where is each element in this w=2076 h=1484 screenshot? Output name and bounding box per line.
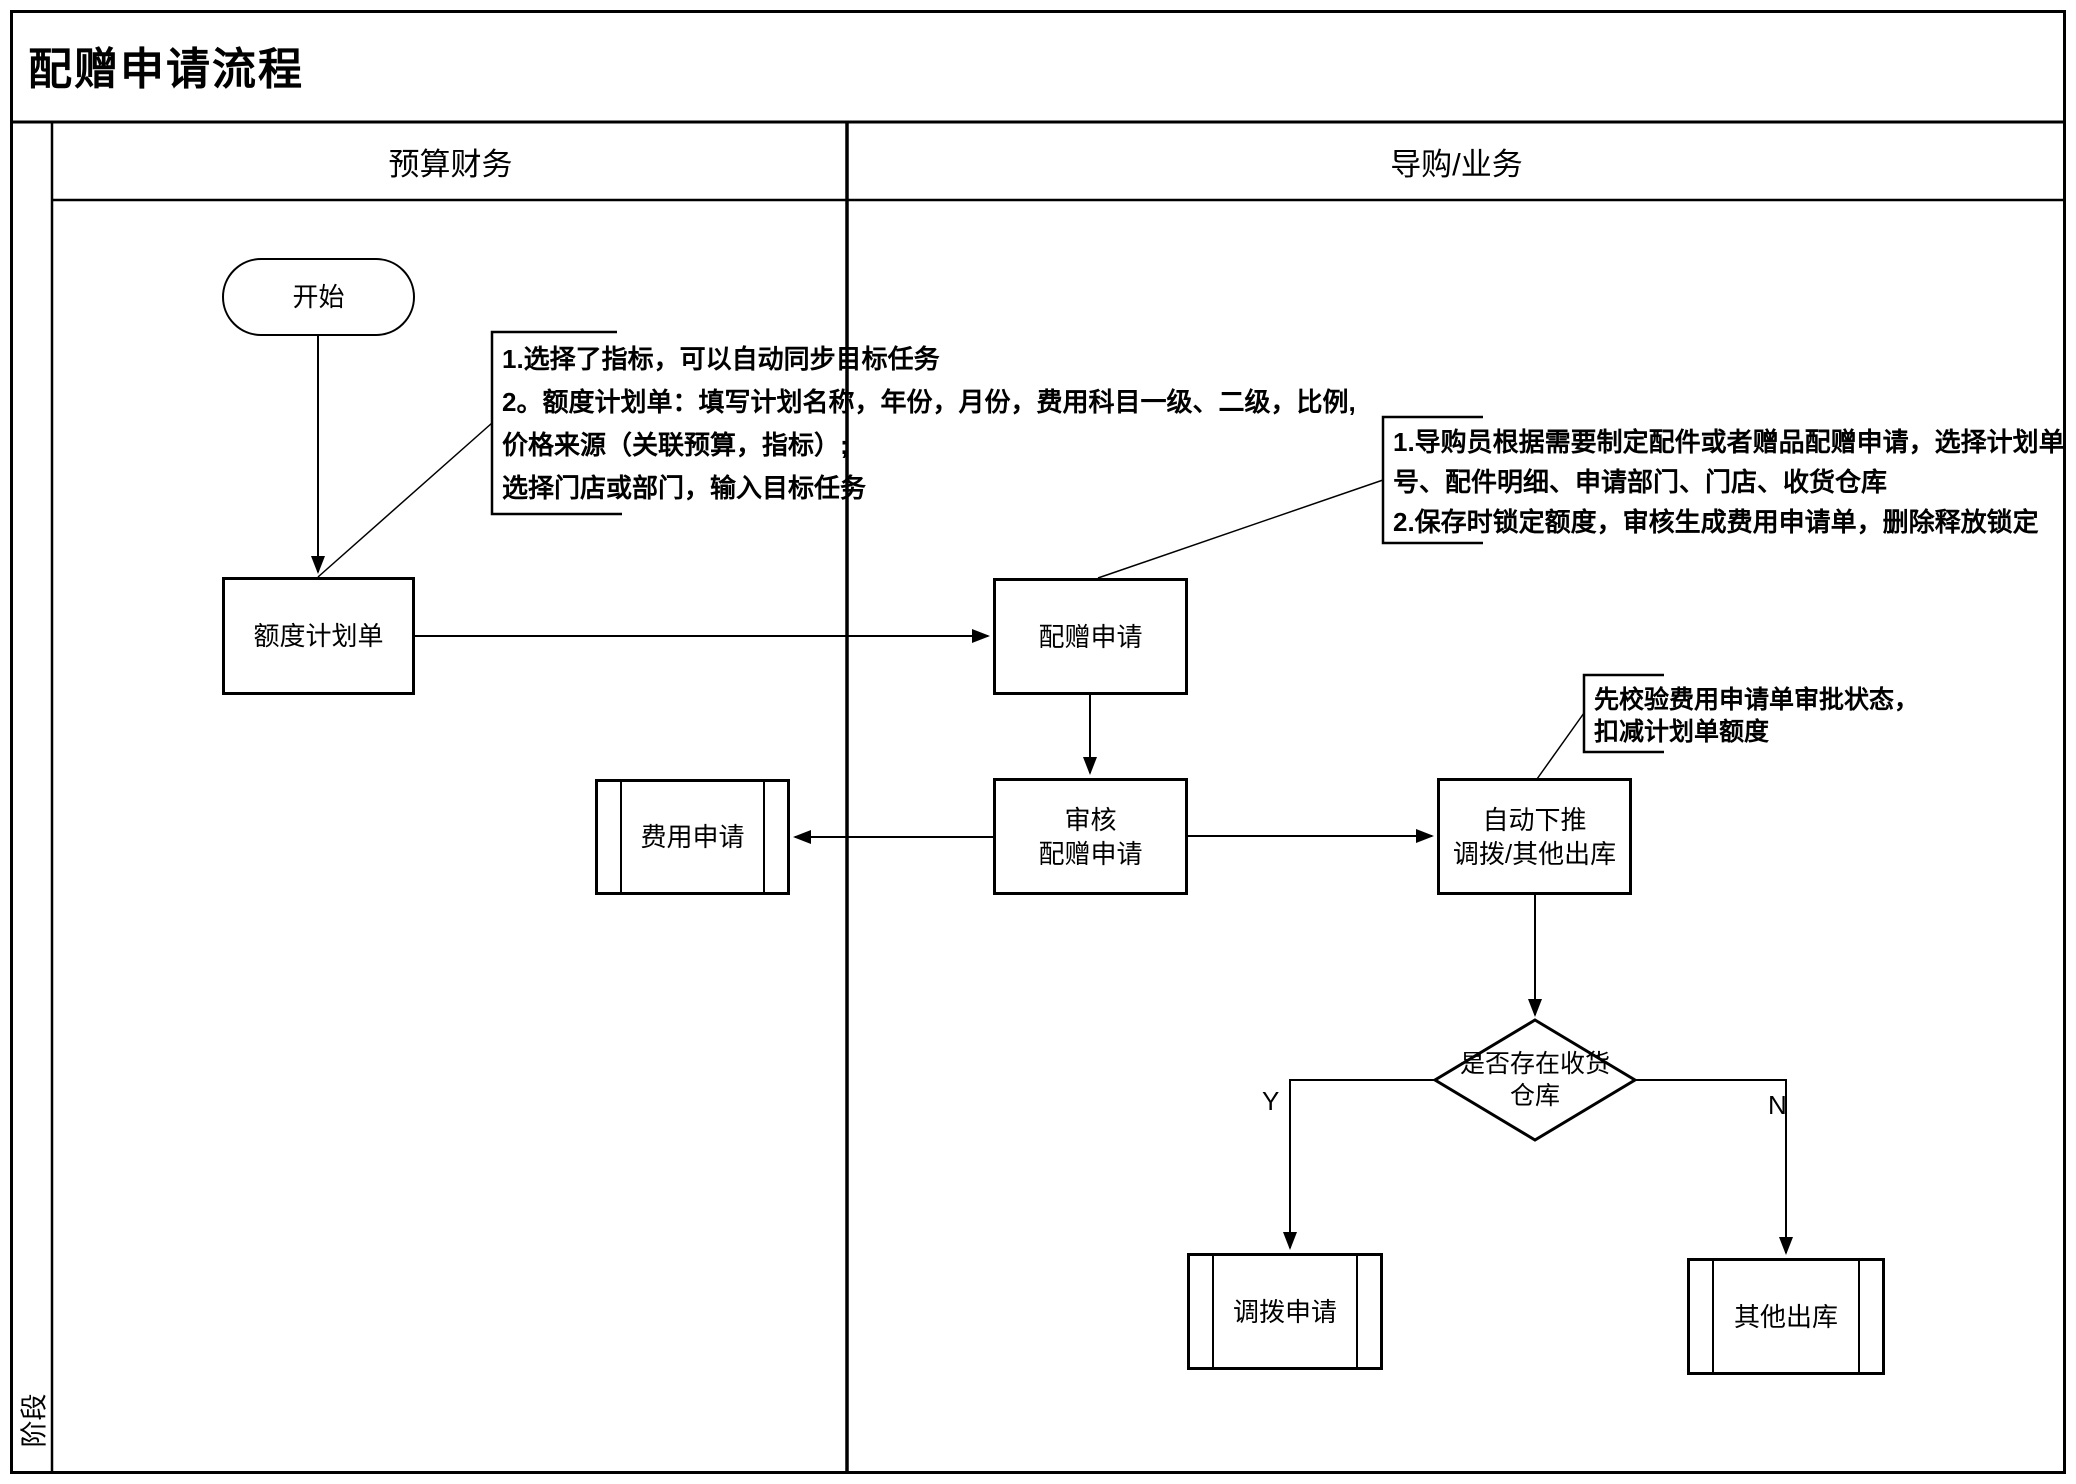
arrow-decision-no-to-other-outbound	[1635, 1079, 1793, 1255]
annotation-line: 号、配件明细、申请部门、门店、收货仓库	[1393, 467, 1888, 497]
decision-label: 是否存在收货 仓库	[1440, 1042, 1630, 1118]
outer-border	[10, 10, 2066, 1474]
page-title: 配赠申请流程	[28, 45, 304, 94]
node-other-outbound[interactable]: 其他出库	[1687, 1258, 1885, 1375]
branch-label-yes: Y	[1262, 1086, 1280, 1116]
annotation-line: 1.导购员根据需要制定配件或者赠品配赠申请，选择计划单	[1393, 427, 2065, 457]
annotation-line: 选择门店或部门，输入目标任务	[502, 473, 867, 503]
annotation-line: 扣减计划单额度	[1594, 718, 1770, 746]
annotation-line: 价格来源（关联预算，指标）;	[502, 430, 849, 460]
subprocess-bar	[620, 781, 622, 893]
subprocess-bar	[1212, 1255, 1214, 1368]
subprocess-bar	[1356, 1255, 1358, 1368]
node-audit-gift-request[interactable]: 审核 配赠申请	[993, 778, 1188, 895]
annotation-line: 2.保存时锁定额度，审核生成费用申请单，删除释放锁定	[1393, 507, 2039, 537]
node-transfer-request-label: 调拨申请	[1232, 1296, 1337, 1327]
node-start-label: 开始	[292, 282, 345, 312]
annotation-quota-plan: 1.选择了指标，可以自动同步目标任务 2。额度计划单：填写计划名称，年份，月份，…	[502, 338, 1356, 510]
lane-header-budget-finance: 预算财务	[388, 146, 513, 182]
node-auto-push[interactable]: 自动下推 调拨/其他出库	[1437, 778, 1632, 895]
node-start[interactable]: 开始	[222, 258, 415, 336]
node-expense-request[interactable]: 费用申请	[595, 779, 790, 895]
phase-label: 阶段	[19, 1393, 50, 1447]
node-quota-plan[interactable]: 额度计划单	[222, 577, 415, 695]
node-expense-request-label: 费用申请	[640, 822, 745, 852]
lane-header-guide-business: 导购/业务	[1390, 146, 1523, 182]
decision-diamond[interactable]	[1432, 1018, 1638, 1142]
node-gift-request[interactable]: 配赠申请	[993, 578, 1188, 695]
decision-label-line1: 是否存在收货	[1459, 1050, 1610, 1078]
decision-label-line2: 仓库	[1509, 1082, 1560, 1110]
node-transfer-request[interactable]: 调拨申请	[1187, 1253, 1383, 1370]
subprocess-bar	[1712, 1260, 1714, 1373]
annotation-line: 1.选择了指标，可以自动同步目标任务	[502, 344, 940, 374]
node-audit-label-line1: 审核	[1064, 804, 1117, 835]
node-gift-request-label: 配赠申请	[1038, 621, 1143, 652]
subprocess-bar	[763, 781, 765, 893]
arrow-decision-yes-to-transfer	[1283, 1079, 1435, 1250]
phase-strip: 阶段	[12, 1370, 52, 1470]
note-leader-auto-push	[1536, 712, 1585, 780]
note-leader-gift-request	[1097, 479, 1384, 579]
node-audit-label-line2: 配赠申请	[1038, 838, 1143, 869]
node-other-outbound-label: 其他出库	[1733, 1301, 1838, 1332]
branch-label-no: N	[1768, 1090, 1787, 1120]
annotation-auto-push: 先校验费用申请单审批状态， 扣减计划单额度	[1594, 684, 1919, 748]
subprocess-bar	[1858, 1260, 1860, 1373]
node-quota-plan-label: 额度计划单	[253, 621, 384, 651]
annotation-gift-request: 1.导购员根据需要制定配件或者赠品配赠申请，选择计划单 号、配件明细、申请部门、…	[1393, 422, 2065, 542]
node-auto-push-label-line1: 自动下推	[1482, 804, 1587, 835]
node-auto-push-label-line2: 调拨/其他出库	[1452, 838, 1617, 869]
annotation-line: 2。额度计划单：填写计划名称，年份，月份，费用科目一级、二级，比例,	[502, 387, 1356, 417]
annotation-line: 先校验费用申请单审批状态，	[1594, 686, 1920, 714]
note-leader-quota-plan	[317, 422, 493, 578]
